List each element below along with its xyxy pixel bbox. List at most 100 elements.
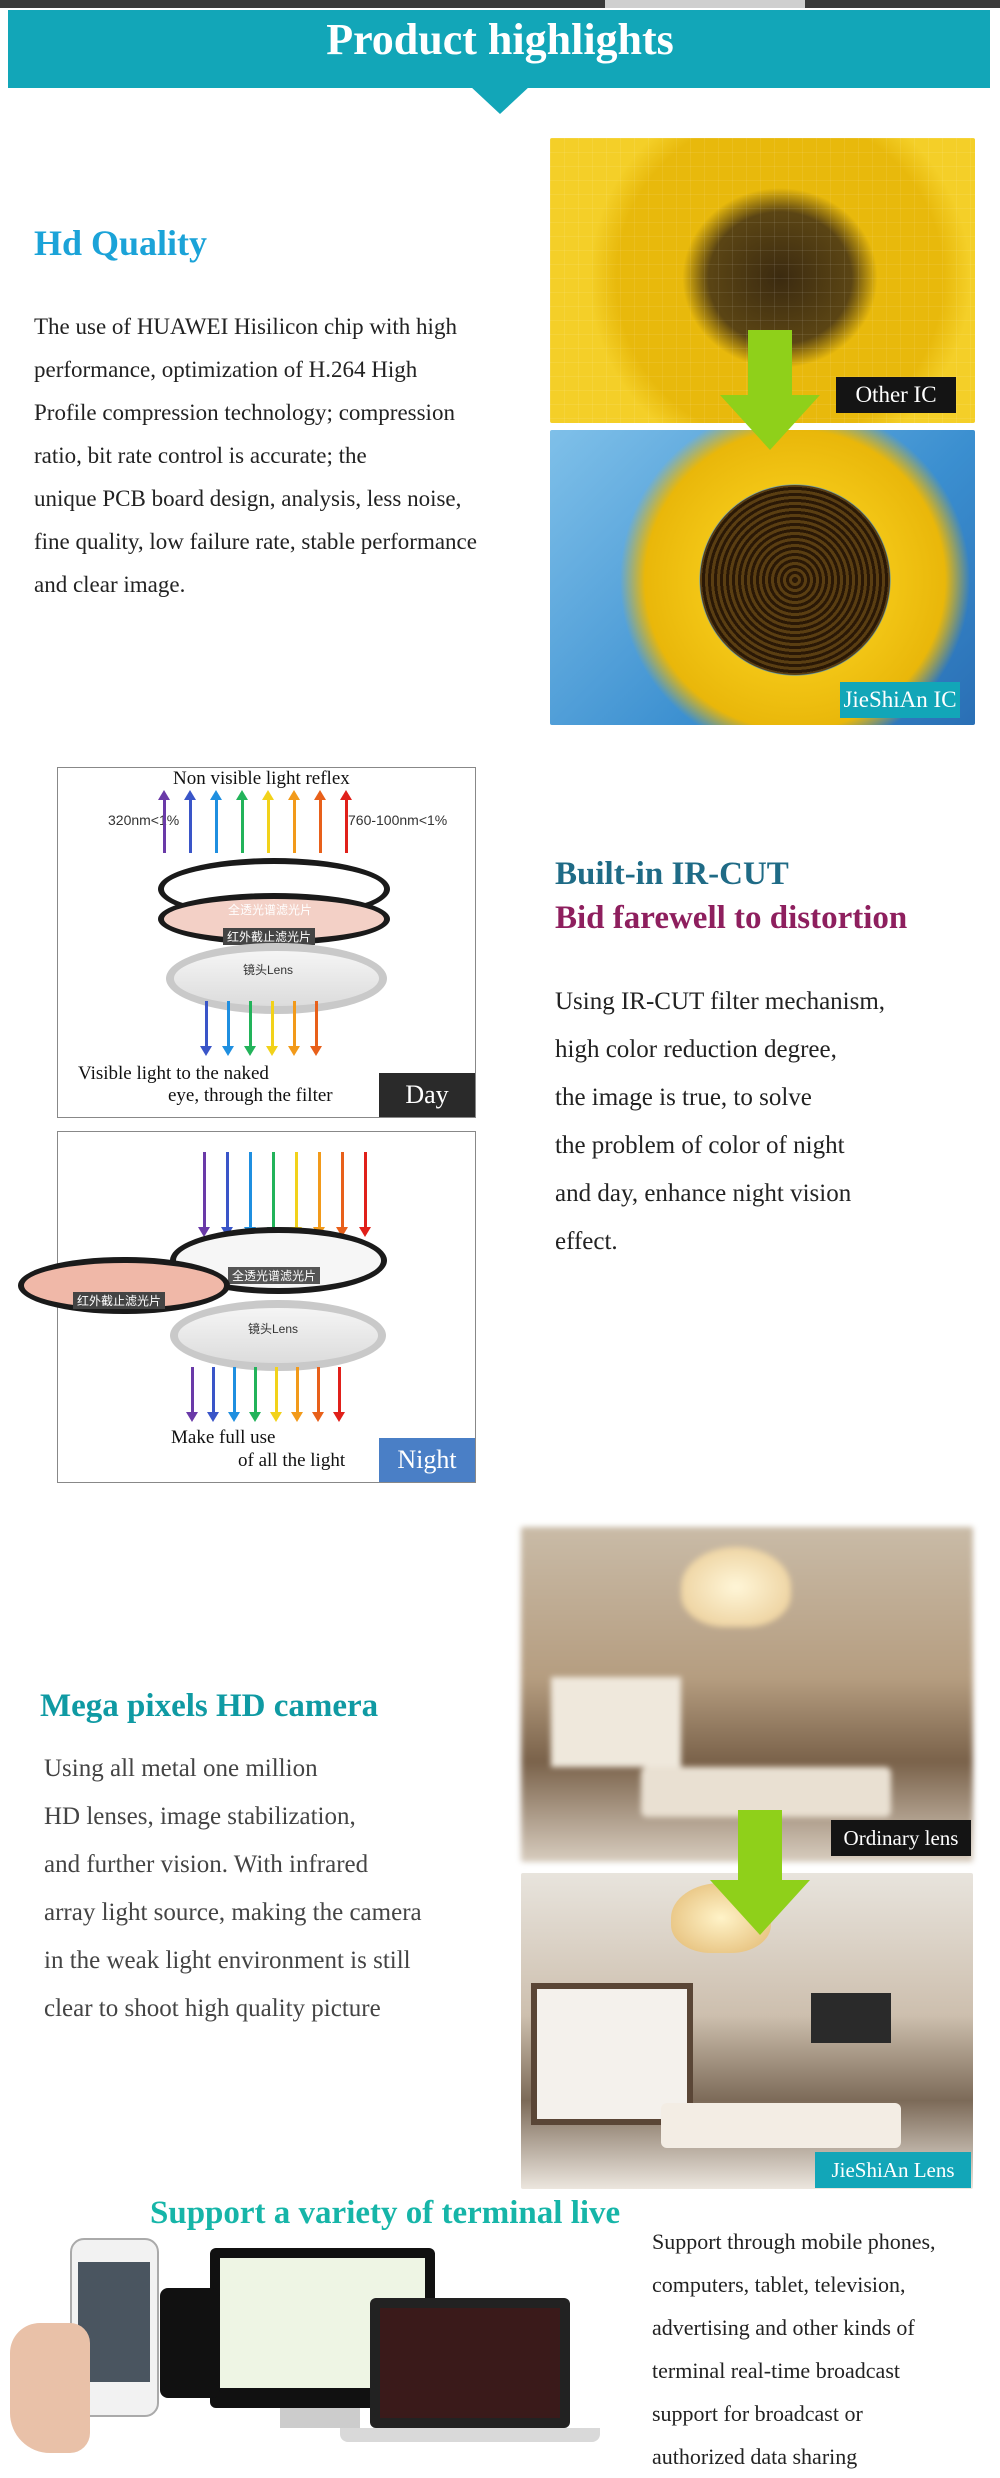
sunflower-disc — [700, 485, 890, 675]
light-ray — [189, 798, 192, 853]
light-ray — [267, 798, 270, 853]
down-arrow-shaft — [738, 1810, 782, 1880]
hand-shape — [10, 2323, 90, 2453]
night-lens-label: 镜头Lens — [248, 1322, 299, 1336]
body-line: and further vision. With infrared — [44, 1851, 369, 1878]
body-line: HD lenses, image stabilization, — [44, 1803, 356, 1830]
jieshian-lens-tag: JieShiAn Lens — [815, 2152, 971, 2188]
body-line: Using all metal one million — [44, 1755, 318, 1782]
terminal-body: Support through mobile phones, computers… — [652, 2220, 997, 2478]
ray-arrowhead — [249, 1412, 261, 1422]
body-line: support for broadcast or — [652, 2401, 863, 2426]
laptop-icon — [370, 2298, 570, 2428]
devices-illustration — [10, 2228, 610, 2468]
light-ray — [226, 1152, 229, 1227]
chandelier-shape — [681, 1547, 791, 1627]
body-line: Support through mobile phones, — [652, 2229, 936, 2254]
light-ray — [254, 1367, 257, 1412]
light-ray — [233, 1367, 236, 1412]
ray-arrowhead — [291, 1412, 303, 1422]
ray-arrowhead — [222, 1046, 234, 1056]
down-arrow-icon — [710, 1880, 810, 1935]
body-line: effect. — [555, 1228, 618, 1255]
night-filter2-label: 红外截止滤光片 — [73, 1292, 166, 1309]
ray-arrowhead — [262, 790, 274, 800]
body-line: Using IR-CUT filter mechanism, — [555, 988, 886, 1015]
light-ray — [293, 1001, 296, 1046]
light-ray — [203, 1152, 206, 1227]
ircut-day-diagram: Non visible light reflex 320nm<1% 760-10… — [57, 767, 476, 1118]
body-line: The use of HUAWEI Hisilicon chip with hi… — [34, 314, 457, 339]
ray-arrowhead — [340, 790, 352, 800]
light-ray — [272, 1152, 275, 1227]
ray-arrowhead — [312, 1412, 324, 1422]
ray-arrowhead — [198, 1227, 210, 1237]
body-line: performance, optimization of H.264 High — [34, 357, 418, 382]
ircut-body: Using IR-CUT filter mechanism, high colo… — [555, 978, 975, 1266]
light-ray — [227, 1001, 230, 1046]
filter2-label: 红外截止滤光片 — [223, 928, 316, 945]
light-ray — [364, 1152, 367, 1227]
ray-arrowhead — [184, 790, 196, 800]
body-line: array light source, making the camera — [44, 1899, 422, 1926]
night-mode-tag: Night — [379, 1438, 475, 1482]
ray-arrowhead — [333, 1412, 345, 1422]
page-title: Product highlights — [326, 15, 674, 64]
light-ray — [319, 798, 322, 853]
night-caption-line1: Make full use — [171, 1427, 276, 1448]
light-ray — [249, 1001, 252, 1046]
top-bar-highlight — [605, 0, 805, 8]
ray-arrowhead — [310, 1046, 322, 1056]
body-line: authorized data sharing — [652, 2444, 858, 2469]
light-ray — [295, 1152, 298, 1227]
ray-arrowhead — [336, 1227, 348, 1237]
body-line: unique PCB board design, analysis, less … — [34, 486, 462, 511]
laptop-screen — [380, 2308, 560, 2418]
left-spec-label: 320nm<1% — [108, 812, 180, 828]
mega-pixels-body: Using all metal one million HD lenses, i… — [44, 1745, 514, 2033]
window-shape — [551, 1677, 681, 1767]
light-ray — [315, 1001, 318, 1046]
ray-arrowhead — [186, 1412, 198, 1422]
banner-pointer — [470, 86, 530, 114]
body-line: terminal real-time broadcast — [652, 2358, 900, 2383]
non-visible-reflex-text: Non visible light reflex — [173, 768, 350, 789]
light-ray — [212, 1367, 215, 1412]
ray-arrowhead — [236, 790, 248, 800]
ray-arrowhead — [270, 1412, 282, 1422]
ray-arrowhead — [210, 790, 222, 800]
room-blurry-image — [521, 1527, 973, 1862]
sofa-shape — [661, 2103, 901, 2148]
ray-arrowhead — [288, 790, 300, 800]
body-line: high color reduction degree, — [555, 1036, 837, 1063]
ray-arrowhead — [266, 1046, 278, 1056]
light-ray — [249, 1152, 252, 1227]
light-ray — [271, 1001, 274, 1046]
body-line: advertising and other kinds of — [652, 2315, 915, 2340]
body-line: the image is true, to solve — [555, 1084, 812, 1111]
light-ray — [345, 798, 348, 853]
laptop-base — [340, 2428, 600, 2442]
visible-rays — [200, 1001, 335, 1061]
body-line: ratio, bit rate control is accurate; the — [34, 443, 367, 468]
ray-arrowhead — [359, 1227, 371, 1237]
other-ic-tag: Other IC — [836, 377, 956, 413]
sunflower-sharp-image — [550, 430, 975, 725]
body-line: Profile compression technology; compress… — [34, 400, 455, 425]
top-bar — [0, 0, 1000, 8]
body-line: clear to shoot high quality picture — [44, 1995, 381, 2022]
ray-arrowhead — [158, 790, 170, 800]
light-ray — [318, 1152, 321, 1227]
body-line: fine quality, low failure rate, stable p… — [34, 529, 477, 554]
terminal-heading: Support a variety of terminal live — [150, 2195, 621, 2231]
lens-label: 镜头Lens — [243, 963, 294, 977]
light-ray — [317, 1367, 320, 1412]
hd-quality-heading: Hd Quality — [34, 223, 208, 263]
night-caption-line2: of all the light — [238, 1450, 346, 1471]
light-ray — [341, 1152, 344, 1227]
light-ray — [338, 1367, 341, 1412]
day-mode-tag: Day — [379, 1073, 475, 1117]
right-spec-label: 760-100nm<1% — [348, 812, 448, 828]
day-caption-line2: eye, through the filter — [168, 1085, 333, 1106]
body-line: in the weak light environment is still — [44, 1947, 411, 1974]
